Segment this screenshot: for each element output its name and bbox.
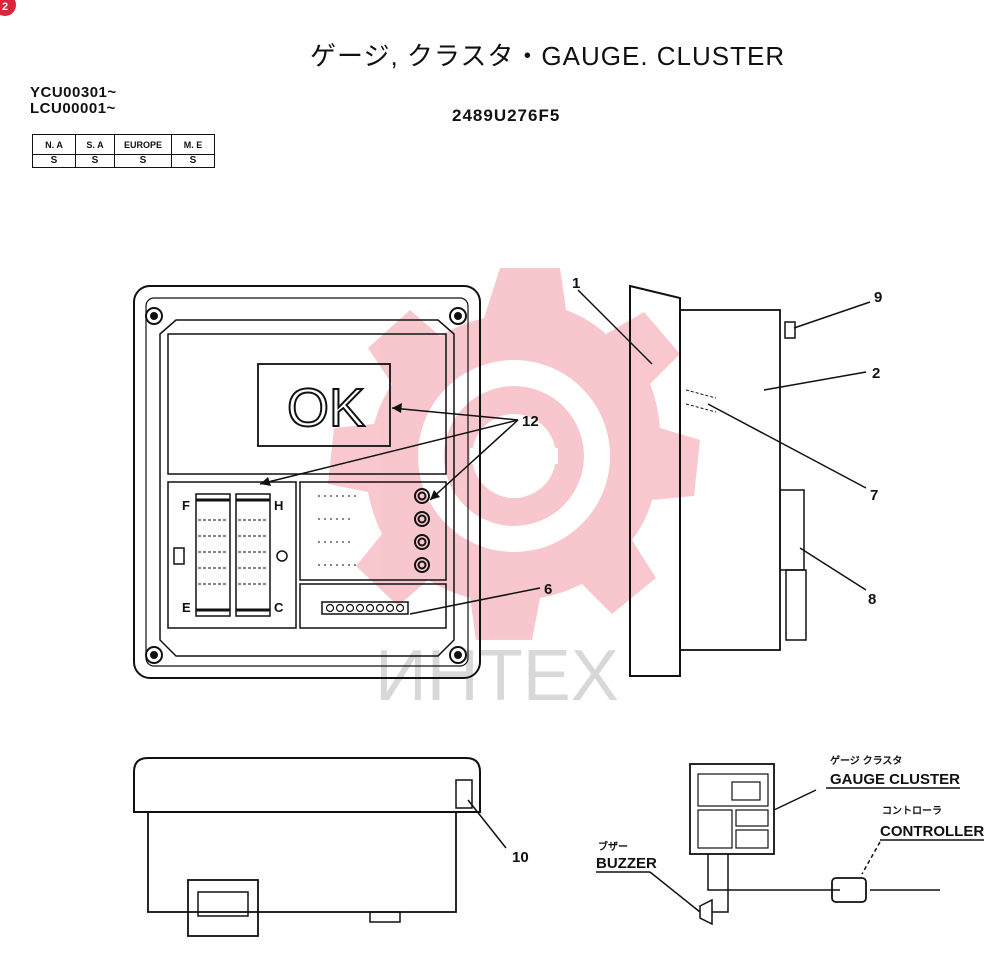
callout-8: 8: [868, 591, 876, 608]
callout-2: 2: [872, 365, 880, 382]
fuel-empty-letter: E: [182, 600, 191, 615]
temp-hot-letter: H: [274, 498, 283, 513]
temp-cold-letter: C: [274, 600, 284, 615]
leader-lines: [259, 289, 984, 913]
bottom-view: [133, 757, 481, 937]
callout-9: 9: [874, 289, 882, 306]
watermark-text: ИНТЕХ: [375, 636, 619, 716]
serial-range-2: LCU00001~: [30, 100, 116, 117]
fuel-pump-icon: [173, 547, 185, 565]
callout-10: 10: [512, 849, 529, 866]
ok-display-text: OK: [287, 378, 365, 438]
fuel-full-letter: F: [182, 498, 190, 513]
callout-7: 7: [870, 487, 878, 504]
callout-1: 1: [572, 275, 580, 292]
front-view: [133, 285, 481, 679]
thermometer-icon: [276, 550, 288, 562]
page-title: ゲージ, クラスタ・GAUGE. CLUSTER: [310, 41, 786, 71]
gauge-cluster-label: GAUGE CLUSTER: [830, 771, 960, 788]
wiring-schematic: [689, 763, 940, 926]
callout-6: 6: [544, 581, 552, 598]
controller-label: CONTROLLER: [880, 823, 984, 840]
arrow-heads: [260, 403, 440, 500]
value-me: S: [171, 154, 215, 168]
callout-12: 12: [522, 413, 539, 430]
gauge-cluster-label-jp: ゲージ クラスタ: [830, 754, 902, 767]
buzzer-label-jp: ブザー: [598, 840, 628, 853]
buzzer-label: BUZZER: [596, 855, 657, 872]
part-code: 2489U276F5: [452, 106, 561, 125]
availability-table: N. A S. A EUROPE M. E S S S S: [32, 134, 215, 168]
side-view: [629, 284, 807, 677]
page-badge: 2: [0, 0, 16, 16]
value-na: S: [32, 154, 76, 168]
serial-range-1: YCU00301~: [30, 84, 117, 101]
controller-label-jp: コントローラ: [882, 805, 942, 817]
